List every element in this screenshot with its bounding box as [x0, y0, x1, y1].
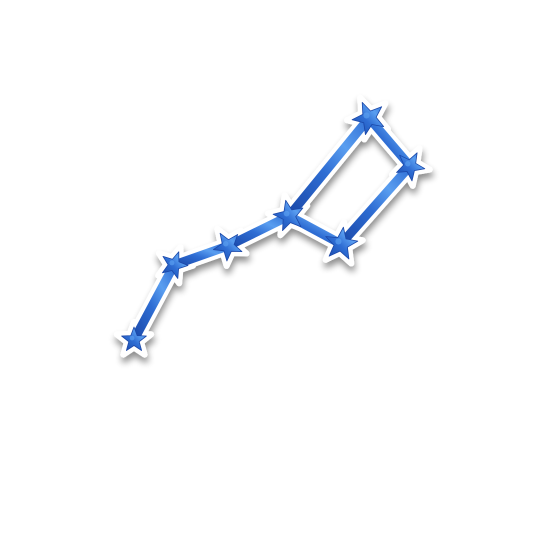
constellation-stars — [121, 102, 426, 351]
star-icon — [213, 232, 243, 262]
star-highlight — [283, 210, 290, 217]
star-highlight — [405, 161, 411, 167]
constellation-line — [129, 260, 179, 345]
constellation-lines — [129, 113, 415, 345]
star-highlight — [363, 112, 370, 119]
star-highlight — [169, 260, 175, 266]
star-icon — [351, 102, 385, 135]
star-icon — [162, 251, 189, 279]
star-highlight — [335, 238, 342, 245]
constellation-line — [336, 161, 415, 249]
star-icon — [396, 152, 426, 182]
constellation-line — [284, 113, 374, 221]
sticker-shadow — [113, 94, 433, 358]
star-highlight — [223, 241, 229, 247]
star-icon — [325, 226, 359, 260]
constellation-line — [223, 211, 294, 251]
star-highlight — [129, 335, 135, 341]
